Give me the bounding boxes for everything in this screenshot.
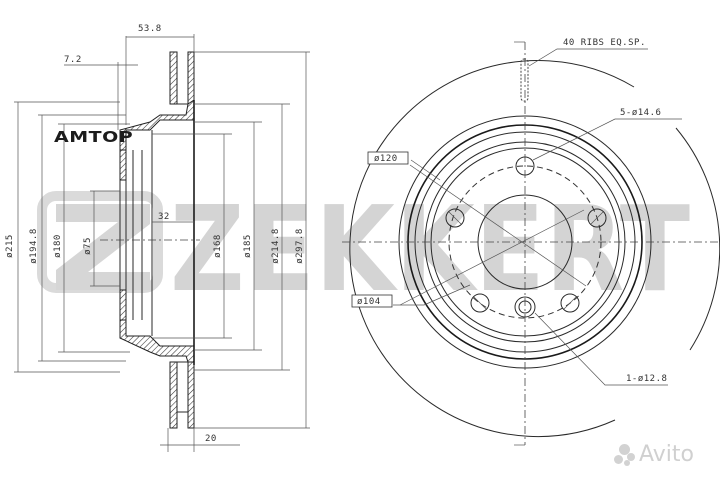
- svg-text:40 RIBS EQ.SP.: 40 RIBS EQ.SP.: [563, 38, 646, 48]
- svg-text:32: 32: [158, 212, 170, 222]
- avito-watermark: Avito: [614, 442, 694, 467]
- avito-wordmark: Avito: [639, 442, 694, 467]
- avito-logo-icon: [614, 443, 636, 466]
- svg-text:20: 20: [205, 434, 217, 444]
- svg-text:ø185: ø185: [243, 234, 253, 258]
- svg-text:ø214.8: ø214.8: [271, 228, 281, 264]
- svg-text:ø180: ø180: [53, 234, 63, 258]
- svg-text:ø194.8: ø194.8: [29, 228, 39, 264]
- svg-text:53.8: 53.8: [138, 24, 162, 34]
- svg-text:ø75: ø75: [83, 237, 93, 255]
- svg-text:ø168: ø168: [213, 234, 223, 258]
- svg-text:ø297.8: ø297.8: [295, 228, 305, 264]
- svg-text:5-ø14.6: 5-ø14.6: [620, 108, 661, 118]
- svg-text:ZEKKERT: ZEKKERT: [170, 180, 690, 318]
- front-view: 40 RIBS EQ.SP. 5-ø14.6 1-ø12.8 ø120 ø104: [342, 38, 720, 446]
- svg-text:7.2: 7.2: [64, 55, 82, 65]
- svg-text:1-ø12.8: 1-ø12.8: [626, 374, 667, 384]
- svg-text:ø120: ø120: [374, 154, 398, 164]
- zekkert-watermark: ZEKKERT: [37, 180, 690, 318]
- svg-text:ø215: ø215: [5, 234, 15, 258]
- amtop-seller-logo: AMTOP: [54, 128, 134, 146]
- section-view: 53.8 7.2 32 20 ø215 ø194.8 ø180 ø75 ø168…: [5, 24, 310, 452]
- svg-text:ø104: ø104: [357, 297, 381, 307]
- bolt-holes: [445, 156, 607, 318]
